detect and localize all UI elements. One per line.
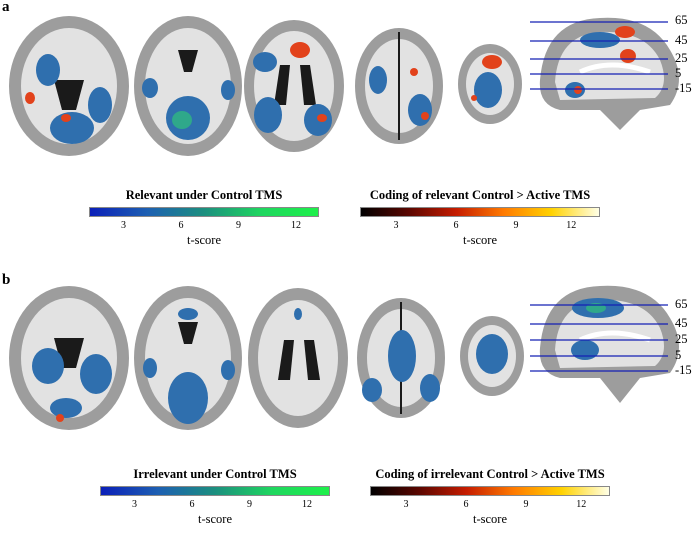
colorbar-unit: t-score xyxy=(472,512,507,526)
brain-slices-figure-b xyxy=(9,285,679,430)
axial-slice-4 xyxy=(357,298,445,418)
colorbar-tick: 12 xyxy=(302,499,312,510)
brain-slices-row-a: 65 45 25 5 -15 xyxy=(0,10,700,160)
colorbar-gradient xyxy=(370,486,610,496)
colorbar-irrelevant-control: Irrelevant under Control TMS 3 6 9 12 t-… xyxy=(100,467,330,529)
axial-slice-3 xyxy=(248,288,348,428)
colorbar-ticks: 3 6 9 12 xyxy=(360,220,600,232)
colorbar-tick: 6 xyxy=(453,220,459,231)
colorbar-tick: 12 xyxy=(291,220,301,231)
axial-slice-4 xyxy=(355,28,443,144)
slice-level-label: 65 xyxy=(675,13,688,27)
slice-level-label: -15 xyxy=(675,81,692,95)
axial-slice-5 xyxy=(458,44,522,124)
colorbar-irrelevant-coding: Coding of irrelevant Control > Active TM… xyxy=(370,467,610,529)
slice-level-label: 5 xyxy=(675,348,682,362)
colorbar-relevant-control: Relevant under Control TMS 3 6 9 12 t-sc… xyxy=(89,188,319,250)
slice-level-label: 45 xyxy=(675,33,688,47)
colorbar-tick: 6 xyxy=(178,220,184,231)
brain-slices-row-b: 65 45 25 5 -15 xyxy=(0,278,700,438)
colorbar-tick: 6 xyxy=(463,499,469,510)
colorbar-tick: 6 xyxy=(189,499,195,510)
colorbar-ticks: 3 6 9 12 xyxy=(89,220,319,232)
brain-slices-figure-a xyxy=(9,16,679,156)
colorbar-gradient xyxy=(360,207,600,217)
axial-slice-2 xyxy=(134,286,242,430)
colorbar-gradient xyxy=(100,486,330,496)
axial-slice-2 xyxy=(134,16,242,156)
axial-slice-5 xyxy=(460,316,524,396)
colorbar-title: Coding of irrelevant Control > Active TM… xyxy=(375,467,605,481)
colorbar-tick: 12 xyxy=(566,220,577,231)
slice-level-label: -15 xyxy=(675,363,692,377)
colorbar-tick: 9 xyxy=(236,220,241,231)
colorbar-unit: t-score xyxy=(186,233,221,247)
colorbar-tick: 3 xyxy=(403,499,409,510)
colorbar-tick: 9 xyxy=(513,220,519,231)
slice-level-label: 25 xyxy=(675,332,688,346)
colorbar-relevant-coding: Coding of relevant Control > Active TMS … xyxy=(360,188,600,250)
slice-level-label: 45 xyxy=(675,316,688,330)
sagittal-slice xyxy=(530,17,679,131)
panel-letter-a: a xyxy=(2,0,10,15)
colorbar-tick: 9 xyxy=(247,499,252,510)
colorbar-tick: 3 xyxy=(393,220,399,231)
axial-slice-1 xyxy=(9,286,129,430)
colorbar-title: Relevant under Control TMS xyxy=(125,188,283,202)
panel-letter-b: b xyxy=(2,272,11,288)
slice-level-label: 5 xyxy=(675,66,682,80)
axial-slice-3 xyxy=(244,20,344,152)
colorbar-ticks: 3 6 9 12 xyxy=(370,499,610,511)
slice-level-label: 25 xyxy=(675,51,688,65)
colorbar-tick: 3 xyxy=(121,220,126,231)
colorbar-gradient xyxy=(89,207,319,217)
colorbar-title: Irrelevant under Control TMS xyxy=(133,467,297,481)
colorbar-ticks: 3 6 9 12 xyxy=(100,499,330,511)
colorbar-tick: 3 xyxy=(132,499,137,510)
sagittal-slice xyxy=(530,285,679,403)
colorbar-tick: 12 xyxy=(576,499,587,510)
slice-level-label: 65 xyxy=(675,297,688,311)
colorbar-unit: t-score xyxy=(197,512,232,526)
colorbar-title: Coding of relevant Control > Active TMS xyxy=(369,188,591,202)
colorbar-unit: t-score xyxy=(462,233,497,247)
axial-slice-1 xyxy=(9,16,129,156)
colorbar-tick: 9 xyxy=(523,499,529,510)
